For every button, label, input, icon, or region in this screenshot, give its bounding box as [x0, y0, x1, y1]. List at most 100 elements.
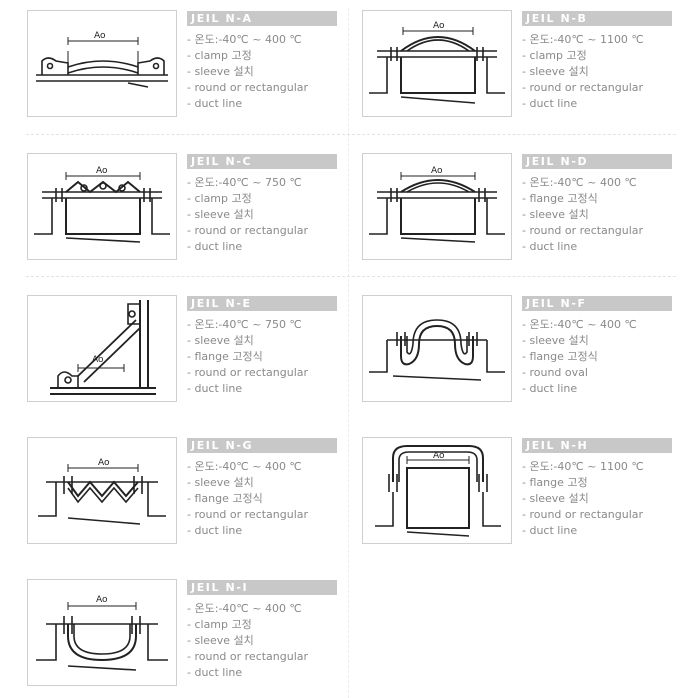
product-title: JEIL N-A [187, 11, 337, 26]
spec-shape: - round or rectangular [522, 224, 644, 238]
product-thumbnail[interactable]: Ao [362, 153, 512, 260]
spec-sleeve: - sleeve 설치 [187, 634, 254, 648]
product-thumbnail[interactable]: Ao [27, 10, 177, 117]
spec-list: - 온도:-40℃ ~ 750 ℃ - sleeve 설치 - flange 고… [187, 317, 308, 397]
spec-temperature: - 온도:-40℃ ~ 400 ℃ [187, 602, 302, 615]
spec-mount: - clamp 고정 [187, 49, 252, 63]
spec-sleeve: - sleeve 설치 [187, 208, 254, 222]
spec-temperature: - 온도:-40℃ ~ 400 ℃ [187, 460, 302, 473]
spec-shape: - round or rectangular [187, 224, 309, 238]
spec-shape: - round or rectangular [187, 366, 309, 380]
spec-temperature: - 온도:-40℃ ~ 750 ℃ [187, 176, 302, 189]
product-title: JEIL N-F [522, 296, 672, 311]
spec-application: - duct line [187, 666, 243, 680]
spec-temperature: - 온도:-40℃ ~ 400 ℃ [522, 318, 637, 331]
spec-application: - duct line [522, 382, 578, 396]
column-separator [348, 8, 349, 698]
row-divider [26, 276, 676, 277]
product-title: JEIL N-B [522, 11, 672, 26]
svg-text:Ao: Ao [96, 166, 108, 176]
spec-temperature: - 온도:-40℃ ~ 1100 ℃ [522, 460, 644, 473]
spec-list: - 온도:-40℃ ~ 400 ℃ - sleeve 설치 - flange 고… [187, 459, 308, 539]
spec-shape: - round or rectangular [522, 508, 644, 522]
product-card-n-d: Ao JEIL N-D - 온도:-40℃ ~ 400 ℃ - flange 고… [362, 153, 682, 271]
product-card-n-i: Ao JEIL N-I - 온도:-40℃ ~ 400 ℃ - clamp 고정… [27, 579, 347, 697]
svg-text:Ao: Ao [96, 595, 108, 605]
spec-temperature: - 온도:-40℃ ~ 400 ℃ [187, 33, 302, 46]
product-title: JEIL N-E [187, 296, 337, 311]
spec-temperature: - 온도:-40℃ ~ 1100 ℃ [522, 33, 644, 46]
spec-application: - duct line [187, 97, 243, 111]
product-title: JEIL N-I [187, 580, 337, 595]
spec-shape: - round or rectangular [187, 650, 309, 664]
spec-list: - 온도:-40℃ ~ 400 ℃ - clamp 고정 - sleeve 설치… [187, 601, 308, 681]
oval-convolution-joint-diagram [369, 319, 505, 381]
spec-sleeve: - sleeve 설치 [522, 65, 589, 79]
corner-flange-joint-diagram: Ao [50, 300, 156, 395]
svg-text:Ao: Ao [92, 355, 104, 365]
product-title: JEIL N-D [522, 154, 672, 169]
product-card-n-h: Ao JEIL N-H - 온도:-40℃ ~ 1100 ℃ - flange … [362, 437, 682, 555]
product-thumbnail[interactable] [362, 295, 512, 402]
product-title: JEIL N-H [522, 438, 672, 453]
spec-mount: - clamp 고정 [187, 618, 252, 632]
spec-list: - 온도:-40℃ ~ 750 ℃ - clamp 고정 - sleeve 설치… [187, 175, 308, 255]
product-thumbnail[interactable]: Ao [27, 437, 177, 544]
svg-text:Ao: Ao [98, 458, 110, 468]
product-card-n-e: Ao JEIL N-E - 온도:-40℃ ~ 750 ℃ - sleeve 설… [27, 295, 347, 413]
spec-application: - duct line [522, 240, 578, 254]
spec-list: - 온도:-40℃ ~ 1100 ℃ - flange 고정 - sleeve … [522, 459, 644, 539]
spec-sleeve: - sleeve 설치 [522, 208, 589, 222]
svg-text:Ao: Ao [433, 451, 445, 461]
flange-arched-joint-diagram: Ao [369, 166, 505, 243]
clamp-type-joint-diagram: Ao [36, 31, 168, 88]
product-title: JEIL N-G [187, 438, 337, 453]
product-card-n-g: Ao JEIL N-G - 온도:-40℃ ~ 400 ℃ - sleeve 설… [27, 437, 347, 555]
product-title: JEIL N-C [187, 154, 337, 169]
spec-shape: - round or rectangular [187, 508, 309, 522]
spec-application: - duct line [187, 382, 243, 396]
svg-text:Ao: Ao [431, 166, 443, 176]
convoluted-clamp-joint-diagram: Ao [34, 166, 170, 243]
product-thumbnail[interactable]: Ao [27, 579, 177, 686]
high-arch-flange-joint-diagram: Ao [375, 445, 501, 537]
spec-sleeve: - sleeve 설치 [522, 334, 589, 348]
spec-mount: - flange 고정식 [522, 350, 598, 364]
spec-sleeve: - sleeve 설치 [187, 334, 254, 348]
spec-application: - duct line [522, 524, 578, 538]
product-card-n-c: Ao JEIL N-C - 온도:-40℃ ~ 750 ℃ - clamp 고정… [27, 153, 347, 271]
spec-sleeve: - sleeve 설치 [187, 476, 254, 490]
spec-application: - duct line [187, 524, 243, 538]
spec-mount: - flange 고정식 [522, 192, 598, 206]
product-thumbnail[interactable]: Ao [362, 437, 512, 544]
product-card-n-f: JEIL N-F - 온도:-40℃ ~ 400 ℃ - sleeve 설치 -… [362, 295, 682, 413]
row-divider [26, 134, 676, 135]
spec-temperature: - 온도:-40℃ ~ 400 ℃ [522, 176, 637, 189]
product-card-n-a: Ao JEIL N-A - 온도:-40℃ ~ 400 ℃ - clamp 고정… [27, 10, 347, 128]
spec-temperature: - 온도:-40℃ ~ 750 ℃ [187, 318, 302, 331]
spec-list: - 온도:-40℃ ~ 400 ℃ - sleeve 설치 - flange 고… [522, 317, 637, 397]
spec-shape: - round or rectangular [187, 81, 309, 95]
spec-mount: - clamp 고정 [522, 49, 587, 63]
product-thumbnail[interactable]: Ao [27, 295, 177, 402]
spec-mount: - clamp 고정 [187, 192, 252, 206]
spec-application: - duct line [522, 97, 578, 111]
product-thumbnail[interactable]: Ao [27, 153, 177, 260]
product-thumbnail[interactable]: Ao [362, 10, 512, 117]
spec-sleeve: - sleeve 설치 [522, 492, 589, 506]
u-shaped-clamp-joint-diagram: Ao [36, 595, 168, 671]
spec-list: - 온도:-40℃ ~ 400 ℃ - flange 고정식 - sleeve … [522, 175, 643, 255]
spec-sleeve: - sleeve 설치 [187, 65, 254, 79]
arched-clamp-joint-diagram: Ao [369, 21, 505, 104]
product-card-n-b: Ao JEIL N-B - 온도:-40℃ ~ 1100 ℃ - clamp 고… [362, 10, 682, 128]
svg-text:Ao: Ao [94, 31, 106, 41]
spec-mount: - flange 고정식 [187, 350, 263, 364]
multi-convolution-flange-joint-diagram: Ao [38, 458, 166, 525]
svg-text:Ao: Ao [433, 21, 445, 31]
spec-mount: - flange 고정식 [187, 492, 263, 506]
spec-list: - 온도:-40℃ ~ 1100 ℃ - clamp 고정 - sleeve 설… [522, 32, 644, 112]
spec-list: - 온도:-40℃ ~ 400 ℃ - clamp 고정 - sleeve 설치… [187, 32, 308, 112]
spec-shape: - round or rectangular [522, 81, 644, 95]
spec-shape: - round oval [522, 366, 588, 380]
spec-application: - duct line [187, 240, 243, 254]
